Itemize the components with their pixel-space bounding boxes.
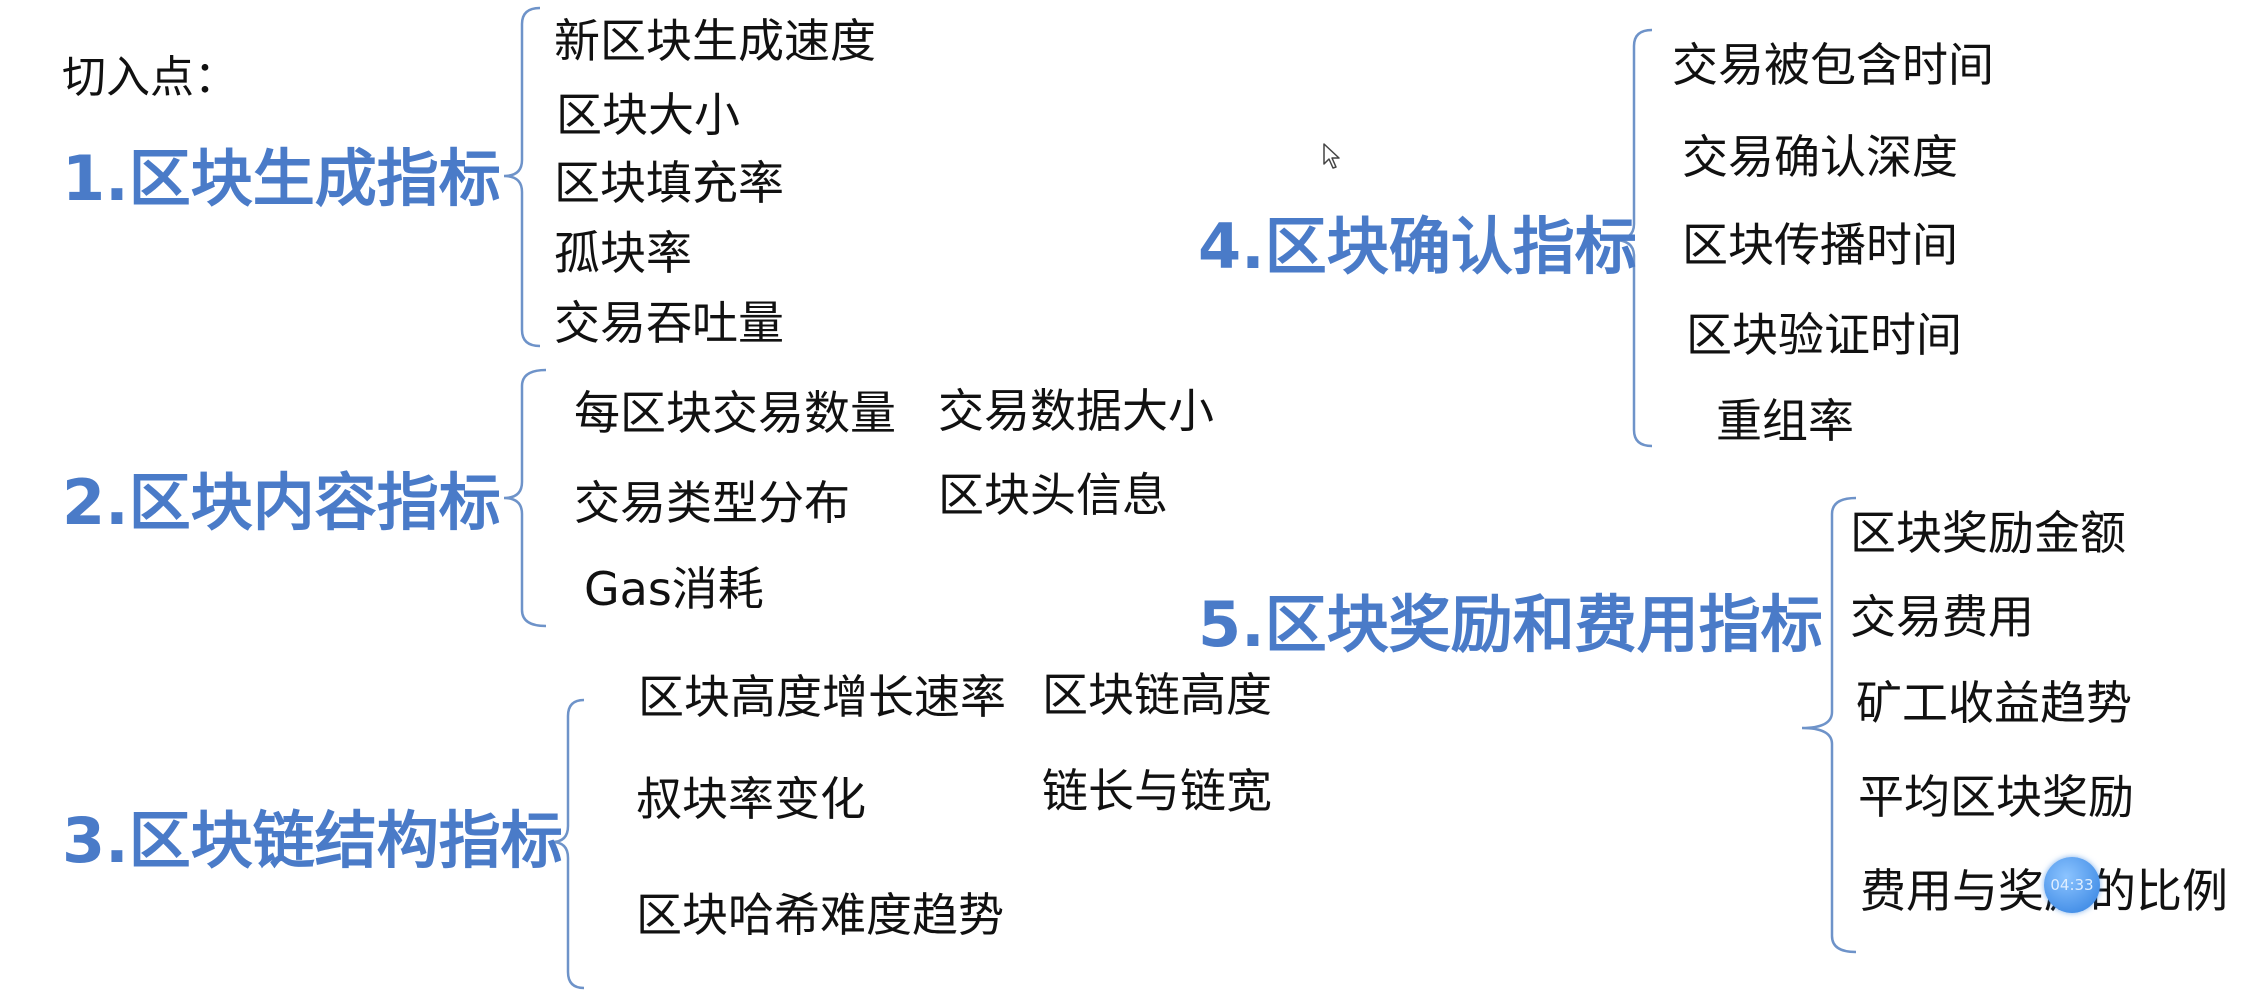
bracket-category-2	[503, 368, 547, 628]
item-hash-difficulty-trend: 区块哈希难度趋势	[636, 888, 1004, 942]
item-miner-revenue-trend: 矿工收益趋势	[1856, 676, 2132, 730]
item-avg-block-reward: 平均区块奖励	[1858, 770, 2134, 824]
item-height-growth-rate: 区块高度增长速率	[638, 670, 1006, 724]
bracket-category-4	[1613, 28, 1653, 448]
item-chain-height: 区块链高度	[1042, 668, 1272, 722]
item-tx-fees: 交易费用	[1850, 590, 2034, 644]
item-block-size: 区块大小	[556, 88, 740, 142]
category-title-rewards-fees: 5.区块奖励和费用指标	[1198, 588, 1823, 661]
item-chain-length-width: 链长与链宽	[1042, 764, 1272, 818]
item-block-propagation-time: 区块传播时间	[1682, 218, 1958, 272]
item-block-validation-time: 区块验证时间	[1686, 308, 1962, 362]
bracket-category-1	[503, 6, 541, 348]
item-gas-consumption: Gas消耗	[584, 562, 764, 616]
item-tx-per-block: 每区块交易数量	[574, 386, 896, 440]
category-title-chain-structure: 3.区块链结构指标	[62, 804, 563, 877]
item-new-block-speed: 新区块生成速度	[554, 14, 876, 68]
category-title-block-confirmation: 4.区块确认指标	[1198, 210, 1637, 283]
item-uncle-rate-change: 叔块率变化	[636, 772, 866, 826]
item-orphan-rate: 孤块率	[554, 226, 692, 280]
category-title-block-content: 2.区块内容指标	[62, 466, 501, 539]
item-tx-data-size: 交易数据大小	[938, 384, 1214, 438]
category-title-block-generation: 1.区块生成指标	[62, 142, 501, 215]
bracket-category-5	[1801, 496, 1857, 954]
mouse-pointer-icon	[1323, 143, 1340, 169]
item-tx-type-distribution: 交易类型分布	[574, 476, 850, 530]
intro-label: 切入点：	[62, 52, 238, 103]
item-tx-throughput: 交易吞吐量	[554, 296, 784, 350]
item-tx-confirmation-depth: 交易确认深度	[1682, 130, 1958, 184]
item-block-reward-amount: 区块奖励金额	[1850, 506, 2126, 560]
bracket-category-3	[551, 698, 585, 990]
timer-badge[interactable]: 04:33	[2044, 857, 2100, 913]
item-reorg-rate: 重组率	[1716, 394, 1854, 448]
item-block-header-info: 区块头信息	[938, 468, 1168, 522]
item-tx-inclusion-time: 交易被包含时间	[1672, 38, 1994, 92]
item-block-fill-rate: 区块填充率	[554, 156, 784, 210]
